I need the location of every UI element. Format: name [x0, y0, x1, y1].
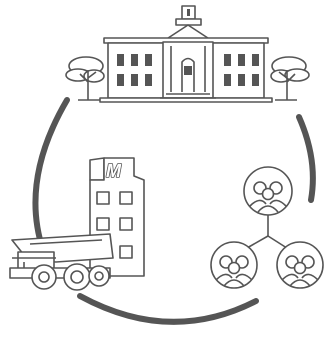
- cycle-arc-right: [296, 114, 316, 203]
- cycle-arcs: [32, 97, 316, 325]
- government-building-icon: [99, 5, 273, 103]
- tree-icon-right: [270, 56, 310, 101]
- community-group-top: [243, 166, 293, 216]
- community-group-left: [210, 241, 258, 289]
- mining-company-icon: M: [9, 157, 145, 291]
- company-letter: M: [106, 161, 122, 181]
- tree-icon-left: [65, 56, 105, 101]
- cycle-arc-left: [32, 97, 70, 253]
- community-group-right: [276, 241, 324, 289]
- community-groups-icon: [210, 166, 324, 289]
- community-connector-lines: [246, 214, 291, 251]
- dump-truck-icon: [9, 233, 114, 291]
- cycle-arc-bottom: [77, 293, 259, 325]
